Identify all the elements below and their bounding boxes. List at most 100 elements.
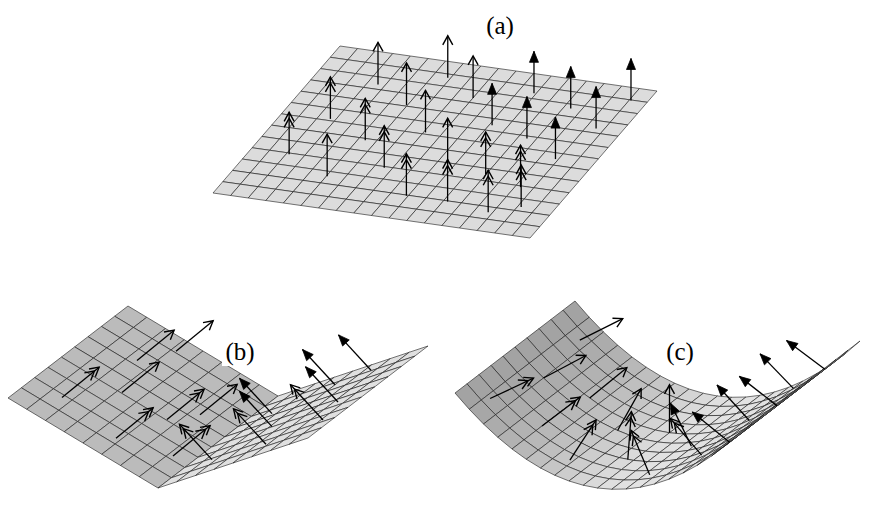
normal-arrow (481, 132, 491, 174)
normal-arrow (542, 397, 580, 426)
arrow-head (592, 87, 601, 98)
normal-arrow (468, 56, 478, 98)
arrow-head (483, 176, 493, 185)
arrow-shaft (176, 321, 213, 351)
arrow-head (584, 425, 593, 435)
arrow-shaft (670, 419, 701, 456)
normal-arrow (290, 385, 323, 420)
arrow-shaft (490, 378, 533, 398)
arrow-shaft (167, 389, 204, 419)
arrow-shaft (580, 319, 623, 340)
arrow-head (625, 418, 635, 427)
arrow-head (516, 171, 526, 180)
grid-cell (383, 356, 415, 372)
arrow-head (238, 413, 248, 423)
surface-panel (455, 301, 860, 489)
grid-cell (731, 419, 757, 436)
grid-cell (683, 456, 709, 473)
arrow-shaft (472, 56, 473, 98)
grid-cell (329, 397, 361, 413)
surface-panel (213, 36, 657, 238)
arrow-shaft (200, 384, 237, 414)
normal-arrow (739, 376, 777, 406)
arrow-head (402, 63, 412, 72)
arrow-head (360, 104, 370, 113)
arrow-head (787, 341, 798, 351)
arrow-shaft (62, 367, 99, 397)
arrow-head (443, 166, 453, 175)
arrow-shaft (179, 424, 212, 459)
normal-arrow (302, 349, 335, 384)
arrow-head (529, 51, 538, 62)
arrow-head (632, 436, 641, 446)
arrow-head (483, 170, 493, 179)
normal-arrow (692, 412, 729, 442)
arrow-head (305, 367, 316, 378)
normal-arrow (551, 117, 560, 159)
normal-arrow (338, 335, 371, 370)
grid-cell (369, 366, 401, 382)
grid-cell (755, 401, 781, 418)
arrow-head (760, 354, 771, 365)
arrow-head (239, 378, 250, 389)
grid-cell (233, 447, 265, 463)
grid-cell (396, 346, 428, 362)
arrow-head (516, 165, 526, 174)
arrow-head (566, 66, 575, 77)
arrow-head (401, 154, 411, 163)
arrow-shaft (760, 354, 793, 389)
arrow-head (516, 145, 526, 154)
normal-arrow (360, 98, 370, 140)
arrow-shaft (570, 420, 596, 460)
grid-cell (316, 407, 348, 423)
normal-arrow (322, 134, 332, 176)
arrow-head (189, 393, 199, 403)
arrow-head (468, 56, 478, 65)
arrow-shaft (544, 355, 586, 378)
arrow-head (518, 380, 528, 389)
normal-arrow (421, 90, 431, 132)
arrow-shaft (717, 385, 749, 421)
normal-arrow (566, 66, 575, 108)
normal-arrow (179, 424, 212, 459)
arrow-head (138, 412, 148, 422)
normal-arrow (176, 321, 213, 351)
arrow-head (184, 429, 194, 439)
arrow-shaft (447, 36, 448, 78)
arrow-head (551, 117, 560, 128)
arrow-head (488, 83, 497, 94)
arrow-head (670, 403, 679, 415)
grid-cell (512, 224, 539, 238)
panel-label: (c) (663, 338, 697, 366)
arrow-shaft (305, 367, 338, 402)
grid-cell (791, 373, 817, 390)
normal-arrow (670, 419, 701, 456)
arrow-head (626, 59, 635, 70)
arrow-shaft (447, 118, 448, 160)
normal-arrow (443, 118, 453, 160)
arrow-head (84, 371, 94, 381)
arrow-shaft (669, 385, 670, 433)
arrow-head (195, 429, 205, 439)
arrow-head (626, 412, 636, 421)
arrow-head (164, 330, 174, 340)
normal-arrow (137, 330, 174, 360)
arrow-head (239, 391, 250, 402)
normal-arrow (544, 355, 586, 378)
normal-arrow (760, 354, 793, 389)
arrow-shaft (425, 90, 426, 132)
grid-cell (779, 382, 805, 399)
arrow-head (612, 318, 622, 327)
normal-arrow (580, 318, 623, 340)
arrow-shaft (739, 376, 777, 406)
grid-cell (177, 465, 209, 481)
normal-arrow (62, 367, 99, 397)
arrow-shaft (618, 389, 642, 431)
normal-arrow (373, 42, 383, 84)
normal-arrow (626, 59, 635, 101)
panel-label: (b) (222, 338, 257, 366)
arrow-head (373, 42, 383, 51)
arrow-head (516, 151, 526, 160)
